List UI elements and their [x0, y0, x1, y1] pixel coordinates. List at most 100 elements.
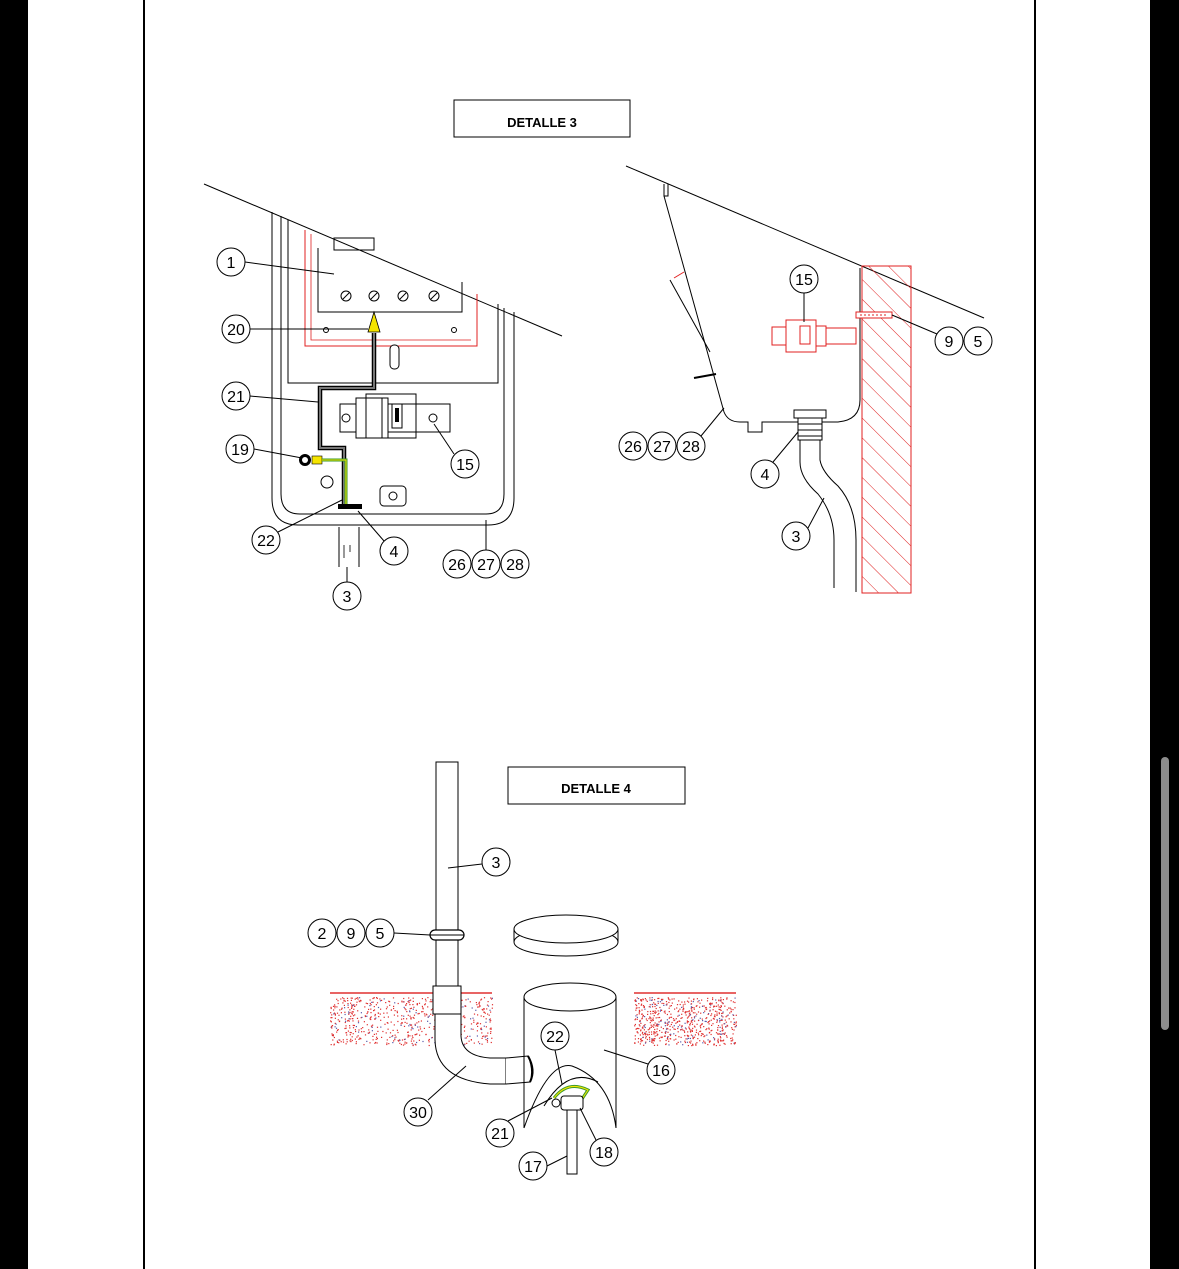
soil-dot [708, 1021, 710, 1023]
soil-dot [719, 1044, 721, 1046]
soil-dot [482, 1035, 484, 1038]
soil-dot [723, 1033, 725, 1035]
soil-dot [635, 1004, 637, 1006]
soil-dot [684, 1027, 687, 1029]
soil-dot [730, 1043, 732, 1045]
soil-dot [646, 1033, 648, 1035]
soil-dot [661, 1036, 663, 1038]
soil-dot [376, 1038, 378, 1040]
soil-dot [358, 1038, 360, 1040]
soil-dot [664, 1031, 666, 1033]
soil-dot [734, 1001, 736, 1004]
soil-dot [469, 1001, 471, 1003]
soil-dot [349, 1040, 351, 1042]
soil-dot [695, 1031, 697, 1033]
soil-dot [483, 1008, 485, 1010]
soil-dot [489, 1009, 491, 1011]
soil-dot [684, 1041, 686, 1044]
soil-dot [634, 1035, 636, 1037]
soil-dot [373, 1010, 375, 1012]
callout-front-22: 22 [257, 533, 275, 550]
soil-dot [465, 999, 467, 1001]
callout-d4-9: 9 [347, 926, 356, 943]
soil-dot [634, 1025, 636, 1027]
soil-dot [730, 1040, 732, 1042]
soil-dot [652, 1012, 654, 1015]
soil-dot [484, 1036, 486, 1038]
soil-dot [370, 1008, 372, 1010]
soil-dot [422, 1007, 424, 1009]
soil-dot [719, 1033, 721, 1035]
soil-dot [357, 997, 359, 999]
soil-dot [716, 1014, 718, 1016]
soil-dot [721, 1012, 723, 1015]
soil-dot [703, 1040, 705, 1042]
soil-dot [681, 1017, 683, 1019]
soil-dot [366, 1040, 368, 1042]
soil-dot [651, 1003, 654, 1006]
soil-dot [733, 1021, 735, 1023]
soil-dot [372, 1001, 374, 1003]
soil-dot [644, 1034, 647, 1036]
soil-dot [638, 998, 640, 1000]
soil-dot [731, 1027, 733, 1029]
detalle-3-side-view: 15 9 5 26 27 28 4 3 [618, 165, 993, 594]
soil-dot [415, 1012, 417, 1014]
soil-dot [711, 1003, 713, 1005]
soil-dot [681, 1028, 683, 1030]
soil-dot [686, 1034, 688, 1036]
soil-dot [728, 1018, 730, 1020]
soil-dot [334, 1007, 336, 1009]
soil-dot [418, 1012, 420, 1015]
soil-dot [717, 1038, 719, 1040]
soil-dot [709, 1003, 711, 1005]
soil-dot [334, 1013, 336, 1015]
soil-dot [353, 1004, 355, 1006]
soil-dot [703, 1005, 705, 1007]
soil-dot [641, 1027, 643, 1029]
soil-dot [424, 1015, 426, 1017]
soil-dot [711, 1024, 713, 1026]
soil-dot [366, 1012, 368, 1015]
soil-dot [490, 997, 492, 999]
soil-dot [341, 1008, 343, 1010]
soil-dot [431, 1036, 433, 1039]
soil-dot [689, 1037, 691, 1040]
soil-dot [653, 1038, 655, 1040]
soil-dot [733, 1029, 735, 1031]
soil-dot [656, 1023, 658, 1025]
soil-dot [373, 1009, 376, 1011]
soil-dot [657, 1000, 659, 1003]
soil-dot [679, 1003, 681, 1006]
soil-dot [410, 999, 412, 1001]
soil-dot [370, 1018, 372, 1021]
soil-dot [331, 1014, 333, 1016]
soil-dot [411, 1026, 413, 1028]
soil-dot [681, 1025, 683, 1027]
soil-dot [638, 1003, 640, 1005]
soil-dot [734, 1007, 736, 1009]
vertical-scrollbar[interactable] [1161, 757, 1169, 1030]
soil-dot [635, 1000, 637, 1002]
soil-dot [644, 1024, 646, 1026]
detalle-4-view: 3 2 9 5 30 22 16 21 18 17 [307, 761, 737, 1181]
soil-dot [703, 1036, 705, 1038]
soil-dot [428, 1044, 430, 1047]
soil-dot [428, 1039, 430, 1041]
soil-dot [411, 1038, 413, 1040]
soil-dot [468, 1040, 470, 1042]
soil-dot [680, 1029, 682, 1031]
soil-dot [675, 1034, 677, 1037]
soil-dot [721, 1040, 723, 1042]
soil-dot [477, 1022, 479, 1024]
soil-dot [410, 1007, 412, 1009]
soil-dot [648, 1031, 650, 1033]
soil-dot [692, 1044, 694, 1046]
soil-dot [677, 1041, 679, 1043]
soil-dot [669, 1005, 671, 1007]
soil-dot [377, 1030, 379, 1032]
soil-dot [720, 1040, 722, 1042]
soil-dot [483, 1035, 485, 1037]
soil-dot [699, 1030, 701, 1033]
